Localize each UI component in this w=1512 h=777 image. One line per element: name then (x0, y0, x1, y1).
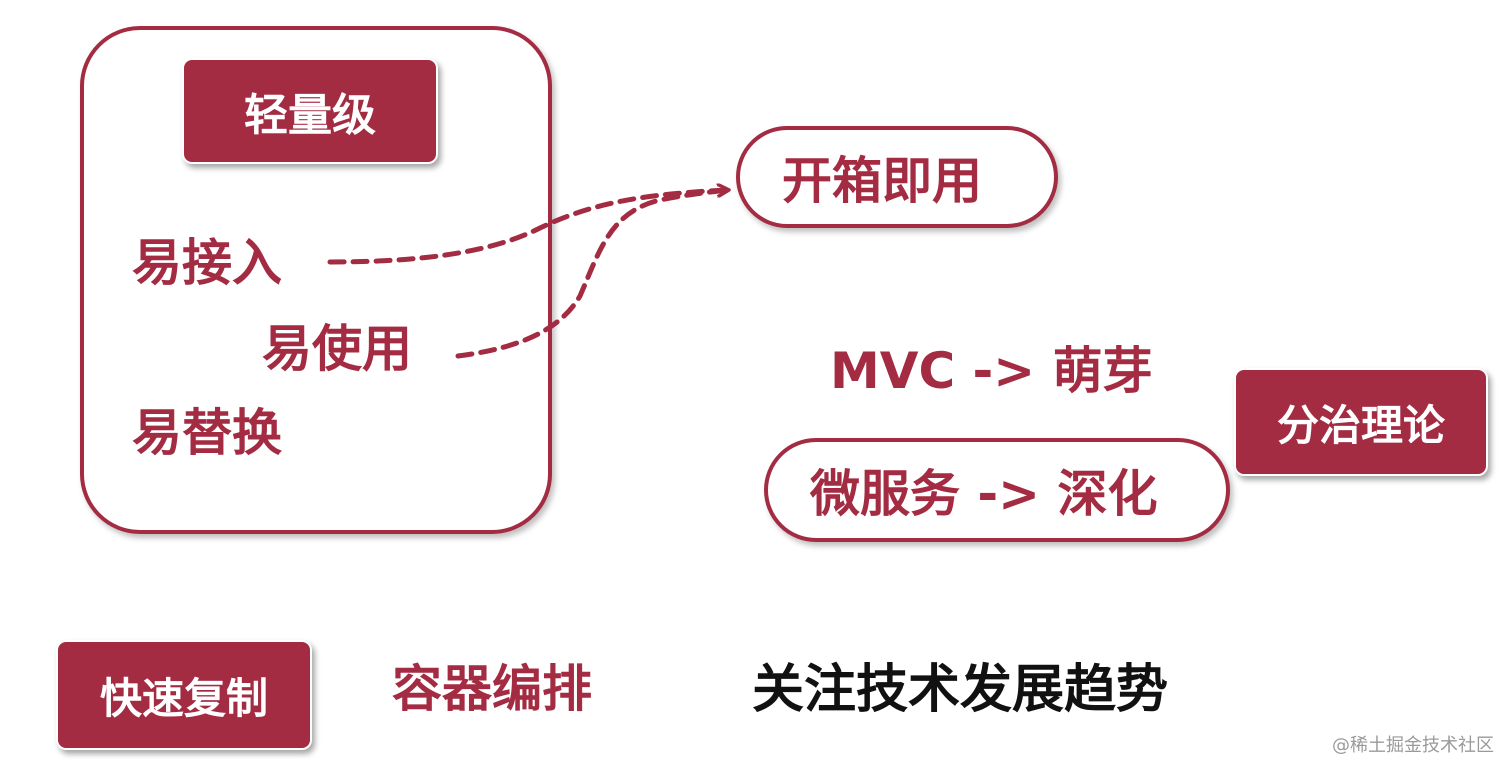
out-of-box-pill: 开箱即用 (736, 126, 1058, 228)
watermark: @稀土掘金技术社区 (1332, 735, 1494, 756)
divide-and-conquer-label: 分治理论 (1276, 400, 1445, 450)
quick-copy-label: 快速复制 (99, 673, 268, 723)
out-of-box-label: 开箱即用 (782, 152, 982, 210)
follow-trends-label: 关注技术发展趋势 (752, 660, 1169, 720)
mvc-sprout-label: MVC -> 萌芽 (830, 342, 1153, 400)
microservices-deepen-label: 微服务 -> 深化 (810, 465, 1158, 523)
easy-replace-label: 易替换 (132, 404, 282, 462)
lightweight-label: 轻量级 (244, 90, 376, 141)
divide-and-conquer-badge: 分治理论 (1234, 368, 1488, 476)
easy-use-label: 易使用 (262, 320, 412, 378)
quick-copy-badge: 快速复制 (56, 640, 312, 750)
container-orchestration-label: 容器编排 (392, 660, 592, 718)
microservices-pill: 微服务 -> 深化 (764, 438, 1230, 542)
lightweight-badge: 轻量级 (182, 58, 438, 164)
easy-integration-label: 易接入 (132, 234, 282, 292)
